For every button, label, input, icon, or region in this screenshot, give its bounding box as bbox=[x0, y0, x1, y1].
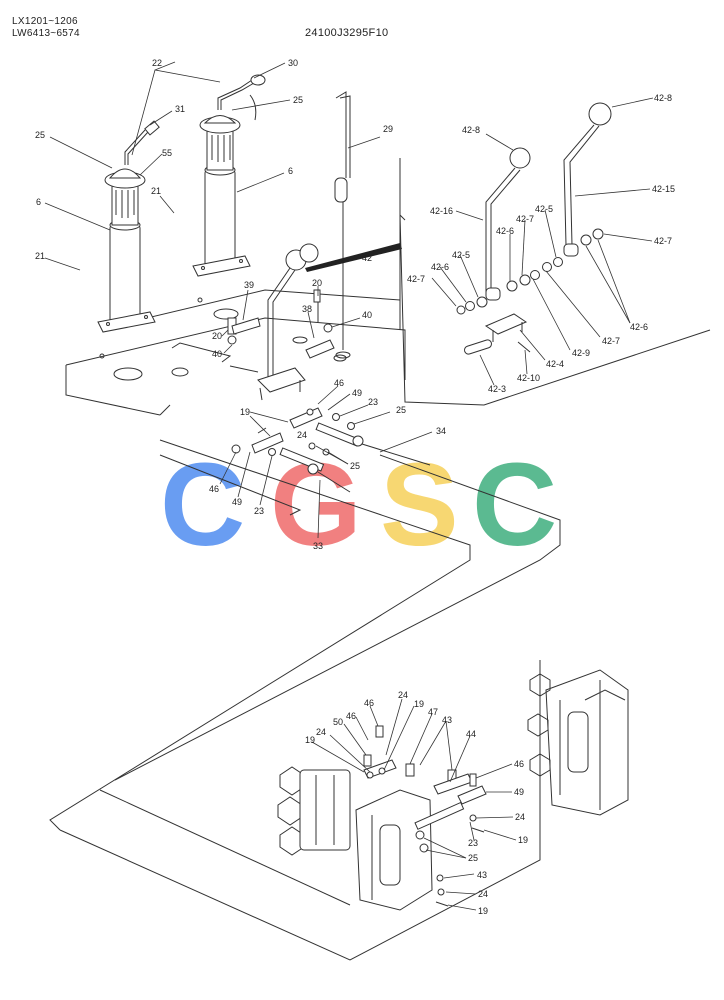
callout-label: 24 bbox=[515, 812, 525, 822]
callout-label: 40 bbox=[212, 349, 222, 359]
callout-label: 43 bbox=[477, 870, 487, 880]
valve-bracket-rear bbox=[527, 669, 629, 816]
callout-label: 31 bbox=[175, 104, 185, 114]
callout-label: 42 bbox=[362, 253, 372, 263]
callout-label: 29 bbox=[383, 124, 393, 134]
callout-label: 44 bbox=[466, 729, 476, 739]
callout-label: 39 bbox=[244, 280, 254, 290]
callout-label: 25 bbox=[293, 95, 303, 105]
center-small-parts bbox=[227, 289, 335, 359]
callout-label: 19 bbox=[414, 699, 424, 709]
callout-label: 42-6 bbox=[431, 262, 449, 272]
callout-label: 40 bbox=[362, 310, 372, 320]
callout-label: 42-7 bbox=[602, 336, 620, 346]
callout-label: 20 bbox=[212, 331, 222, 341]
callout-label: 33 bbox=[313, 541, 323, 551]
callout-label: 20 bbox=[312, 278, 322, 288]
callout-label: 42-3 bbox=[488, 384, 506, 394]
model-range-line-1: LX1201~1206 bbox=[12, 16, 78, 27]
right-pilot-handle bbox=[192, 74, 266, 277]
callout-label: 42-6 bbox=[496, 226, 514, 236]
callout-label: 42-10 bbox=[517, 373, 540, 383]
callout-label: 25 bbox=[396, 405, 406, 415]
callout-label: 42-6 bbox=[630, 322, 648, 332]
detail-pointer bbox=[305, 243, 402, 272]
callout-label: 42-7 bbox=[654, 236, 672, 246]
model-range-line-2: LW6413~6574 bbox=[12, 28, 80, 39]
callout-label: 24 bbox=[316, 727, 326, 737]
callout-label: 30 bbox=[288, 58, 298, 68]
callout-label: 6 bbox=[288, 166, 293, 176]
callout-label: 42-9 bbox=[572, 348, 590, 358]
callout-label: 19 bbox=[305, 735, 315, 745]
watermark: C G S C bbox=[160, 439, 557, 571]
callout-label: 24 bbox=[398, 690, 408, 700]
callout-label: 42-5 bbox=[452, 250, 470, 260]
watermark-letter-s: S bbox=[380, 439, 459, 571]
callout-label: 46 bbox=[334, 378, 344, 388]
callout-label: 42-5 bbox=[535, 204, 553, 214]
gear-lever-42 bbox=[229, 243, 319, 401]
callout-label: 42-7 bbox=[407, 274, 425, 284]
callout-label: 6 bbox=[36, 197, 41, 207]
callout-label: 46 bbox=[364, 698, 374, 708]
callout-label: 42-4 bbox=[546, 359, 564, 369]
assembly-leader-lines bbox=[49, 439, 561, 961]
callout-label: 46 bbox=[209, 484, 219, 494]
callout-label: 42-7 bbox=[516, 214, 534, 224]
callout-label: 25 bbox=[468, 853, 478, 863]
cable-linkage bbox=[231, 407, 431, 493]
callout-label: 42-16 bbox=[430, 206, 453, 216]
callout-label: 24 bbox=[478, 889, 488, 899]
callout-label: 49 bbox=[352, 388, 362, 398]
callout-label: 22 bbox=[152, 58, 162, 68]
callout-label: 55 bbox=[162, 148, 172, 158]
callout-label: 19 bbox=[478, 906, 488, 916]
callout-label: 49 bbox=[232, 497, 242, 507]
callout-label: 50 bbox=[333, 717, 343, 727]
callout-label: 42-8 bbox=[462, 125, 480, 135]
callout-label: 38 bbox=[302, 304, 312, 314]
drawing-code: 24100J3295F10 bbox=[305, 27, 389, 39]
watermark-letter-c2: C bbox=[472, 439, 557, 571]
left-pilot-handle bbox=[97, 120, 160, 333]
valve-bracket-front bbox=[277, 766, 465, 911]
lever-detail-box bbox=[399, 102, 711, 406]
callout-label: 43 bbox=[442, 715, 452, 725]
callout-label: 21 bbox=[151, 186, 161, 196]
callout-label: 19 bbox=[240, 407, 250, 417]
watermark-letter-g: G bbox=[270, 439, 362, 571]
lever-29 bbox=[334, 91, 351, 359]
callout-label: 25 bbox=[350, 461, 360, 471]
callout-label: 23 bbox=[254, 506, 264, 516]
callout-label: 42-15 bbox=[652, 184, 675, 194]
callout-label: 24 bbox=[297, 430, 307, 440]
callout-label: 23 bbox=[468, 838, 478, 848]
callout-label: 23 bbox=[368, 397, 378, 407]
callout-label: 46 bbox=[346, 711, 356, 721]
callout-label: 42-8 bbox=[654, 93, 672, 103]
callout-leaders bbox=[44, 61, 654, 911]
model-range: LX1201~1206 LW6413~6574 bbox=[12, 16, 80, 40]
callout-label: 34 bbox=[436, 426, 446, 436]
callout-labels: 22 30 25 31 25 55 6 21 6 21 29 42 20 40 … bbox=[35, 58, 675, 916]
callout-label: 21 bbox=[35, 251, 45, 261]
callout-label: 49 bbox=[514, 787, 524, 797]
callout-label: 46 bbox=[514, 759, 524, 769]
callout-label: 25 bbox=[35, 130, 45, 140]
callout-label: 19 bbox=[518, 835, 528, 845]
callout-label: 47 bbox=[428, 707, 438, 717]
